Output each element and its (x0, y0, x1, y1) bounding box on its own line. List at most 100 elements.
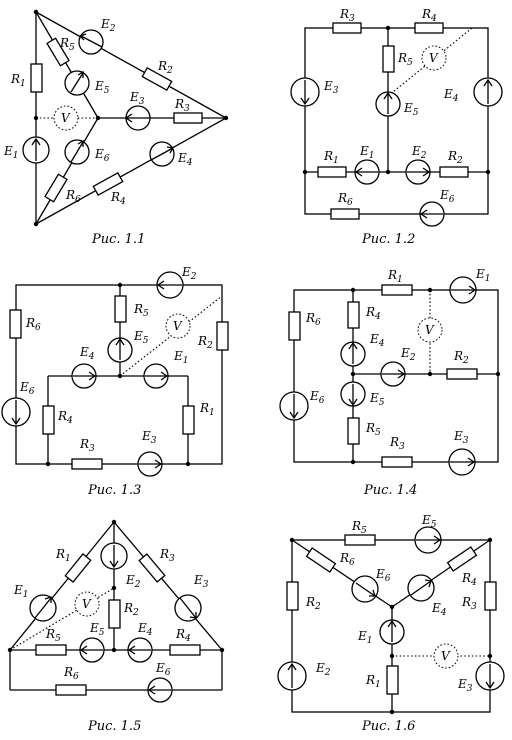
svg-text:E1: E1 (359, 144, 375, 161)
svg-text:E6: E6 (155, 661, 171, 678)
svg-text:E4: E4 (137, 621, 153, 638)
svg-text:R5: R5 (351, 519, 367, 536)
svg-text:E2: E2 (181, 265, 197, 282)
figure-1-1: R1 E1 R5 E2 R2 E5 E3 R3 V E6 E4 R6 R4 Ри… (3, 9, 229, 247)
svg-text:R5: R5 (45, 627, 61, 644)
svg-text:E5: E5 (133, 329, 149, 346)
svg-text:R6: R6 (305, 311, 321, 328)
svg-text:R2: R2 (123, 601, 139, 618)
svg-text:V: V (429, 51, 439, 65)
svg-text:E3: E3 (129, 90, 145, 107)
svg-text:E6: E6 (439, 188, 455, 205)
voltmeter (433, 643, 459, 669)
resistor-R4 (42, 405, 55, 435)
svg-text:R4: R4 (461, 571, 477, 588)
resistor-R3 (71, 458, 103, 470)
resistor-R2 (446, 368, 478, 380)
svg-text:R1: R1 (365, 673, 381, 690)
caption: Рис. 1.1 (91, 232, 145, 247)
svg-text:E6: E6 (94, 147, 110, 164)
svg-text:R3: R3 (339, 7, 355, 24)
svg-text:E3: E3 (457, 677, 473, 694)
resistor-R2 (286, 581, 299, 611)
resistor-R6 (330, 208, 360, 220)
svg-text:R3: R3 (174, 97, 190, 114)
svg-text:R3: R3 (461, 595, 477, 612)
resistor-R2 (439, 166, 469, 178)
figure-1-2: R3 R4 R5 V E3 E4 E5 R1 E1 E2 R2 R6 E6 Ри… (290, 7, 503, 247)
svg-text:R4: R4 (421, 7, 437, 24)
svg-text:R5: R5 (397, 51, 413, 68)
voltmeter (74, 591, 100, 617)
svg-text:V: V (425, 323, 435, 337)
resistor-R1 (317, 166, 347, 178)
resistor-R5 (344, 534, 376, 546)
svg-text:R1: R1 (323, 149, 339, 166)
caption: Рис. 1.3 (87, 483, 141, 498)
svg-text:E6: E6 (375, 567, 391, 584)
svg-text:E2: E2 (100, 17, 116, 34)
svg-text:E6: E6 (19, 380, 35, 397)
svg-text:R6: R6 (337, 191, 353, 208)
svg-text:E4: E4 (443, 87, 459, 104)
resistor-R1 (30, 63, 43, 93)
resistor-R5 (35, 644, 67, 656)
resistor-R6 (55, 684, 87, 696)
svg-text:E2: E2 (411, 144, 427, 161)
svg-text:E3: E3 (141, 429, 157, 446)
svg-text:R2: R2 (157, 59, 173, 76)
svg-text:E2: E2 (315, 661, 331, 678)
figure-1-5: R1 R3 E1 E2 E3 V R2 R5 E5 E4 R4 R6 E6 Ри… (7, 519, 225, 734)
svg-text:R4: R4 (175, 627, 191, 644)
source-E2 (78, 29, 104, 55)
figure-1-4: R1 E1 R6 R4 E4 V E2 R2 E6 E5 R5 R3 E3 Ри… (279, 267, 501, 498)
svg-text:E1: E1 (357, 629, 373, 646)
svg-text:E6: E6 (309, 389, 325, 406)
svg-text:R4: R4 (365, 305, 381, 322)
caption: Рис. 1.2 (361, 232, 415, 247)
resistor-R1 (381, 284, 413, 296)
caption: Рис. 1.4 (363, 483, 417, 498)
resistor-R2 (216, 321, 229, 351)
svg-text:V: V (173, 319, 183, 333)
svg-text:E4: E4 (369, 332, 385, 349)
svg-text:R6: R6 (65, 188, 81, 205)
figure-1-3: E2 R6 R5 E5 V R2 E4 E1 E6 R4 R1 R3 E3 Ри… (1, 265, 229, 498)
resistor-R3 (332, 22, 362, 34)
svg-text:E1: E1 (3, 144, 19, 161)
resistor-R5 (382, 45, 395, 73)
svg-text:R2: R2 (447, 149, 463, 166)
svg-text:R2: R2 (453, 349, 469, 366)
svg-text:E2: E2 (400, 346, 416, 363)
resistor-R4 (414, 22, 444, 34)
svg-text:R1: R1 (10, 72, 26, 89)
svg-text:R1: R1 (55, 547, 71, 564)
figure-1-6: R5 E5 R6 E6 R4 E4 R3 R2 E1 V E2 R1 E3 Ри… (277, 513, 505, 734)
svg-text:E1: E1 (475, 267, 491, 284)
svg-text:R2: R2 (197, 334, 213, 351)
svg-text:E4: E4 (79, 345, 95, 362)
svg-text:E4: E4 (431, 601, 447, 618)
svg-text:E3: E3 (193, 573, 209, 590)
svg-text:V: V (61, 111, 71, 125)
voltmeter (417, 317, 443, 343)
svg-text:R4: R4 (57, 409, 73, 426)
voltmeter (53, 105, 79, 131)
resistor-R6 (288, 311, 301, 341)
svg-text:E5: E5 (94, 79, 110, 96)
svg-text:V: V (441, 649, 451, 663)
svg-text:R3: R3 (159, 547, 175, 564)
svg-text:R5: R5 (365, 421, 381, 438)
svg-text:E4: E4 (177, 151, 193, 168)
svg-text:R3: R3 (389, 435, 405, 452)
svg-text:E5: E5 (89, 621, 105, 638)
svg-text:E5: E5 (369, 391, 385, 408)
svg-text:E3: E3 (323, 79, 339, 96)
resistor-R5 (347, 417, 360, 445)
resistor-R6 (9, 309, 22, 339)
caption: Рис. 1.6 (361, 719, 415, 734)
voltmeter (165, 313, 191, 339)
voltmeter (421, 45, 447, 71)
svg-text:E5: E5 (403, 101, 419, 118)
